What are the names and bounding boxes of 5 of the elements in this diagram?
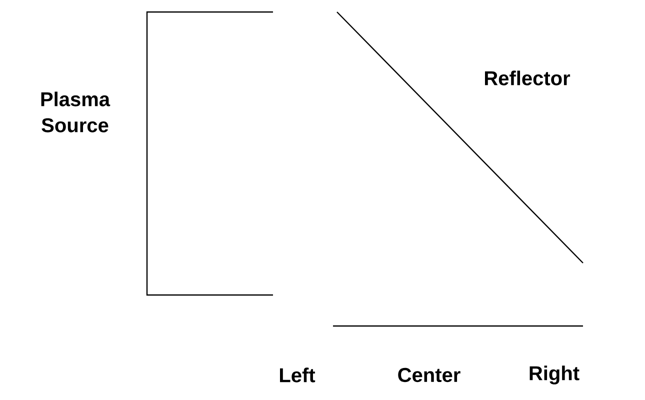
position-label: Right [530,366,580,384]
position-label: Center [398,368,460,382]
plasma-source-label: Plasma Source [41,92,110,132]
position-label: Left [280,368,316,382]
reflector-label: Reflector [485,70,570,86]
